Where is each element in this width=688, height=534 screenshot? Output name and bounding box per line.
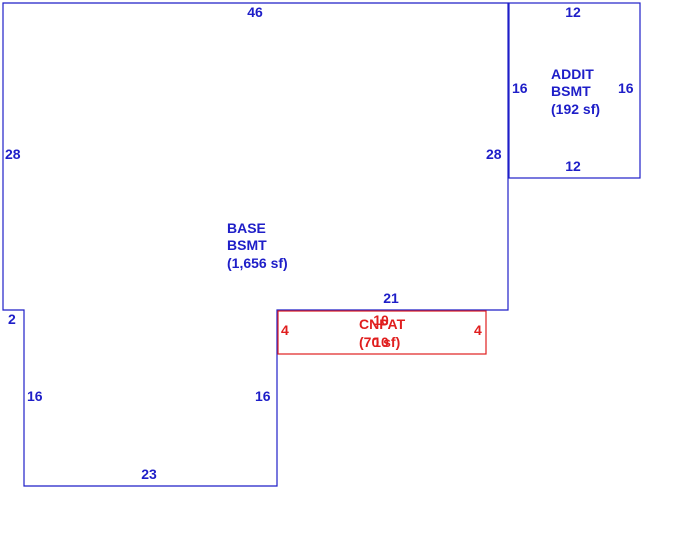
base-bsmt-area: (1,656 sf) [227,255,288,271]
cnpat-outline [277,310,487,355]
dim-base-left: 28 [5,146,21,162]
dim-base-lower-right: 16 [255,388,271,404]
addit-bsmt-name: ADDIT [551,66,594,82]
base-bsmt-type: BSMT [227,237,267,253]
dim-base-step: 2 [8,311,16,327]
cnpat-area: (70 sf) [359,334,400,350]
dim-addit-left: 16 [512,80,528,96]
base-bsmt-outline [2,2,509,487]
dim-base-bottom: 23 [141,466,157,482]
dim-cnpat-top: 10 [373,312,389,328]
dim-base-lower-left: 16 [27,388,43,404]
addit-bsmt-label: ADDIT BSMT (192 sf) [551,66,600,117]
dim-cnpat-left: 4 [281,322,289,338]
dim-addit-bottom: 12 [565,158,581,174]
dim-base-top: 46 [247,4,263,20]
dim-base-inner-ledge: 21 [383,290,399,306]
dim-base-right: 28 [486,146,502,162]
addit-bsmt-area: (192 sf) [551,101,600,117]
dim-addit-right: 16 [618,80,634,96]
base-bsmt-label: BASE BSMT (1,656 sf) [227,220,288,271]
dim-cnpat-bottom: 10 [373,334,389,350]
cnpat-name: CNPAT [359,316,406,332]
addit-bsmt-type: BSMT [551,83,591,99]
base-bsmt-name: BASE [227,220,266,236]
cnpat-label: CNPAT (70 sf) [359,316,409,350]
addit-bsmt-outline [508,2,641,179]
dim-addit-top: 12 [565,4,581,20]
dim-cnpat-right: 4 [474,322,482,338]
